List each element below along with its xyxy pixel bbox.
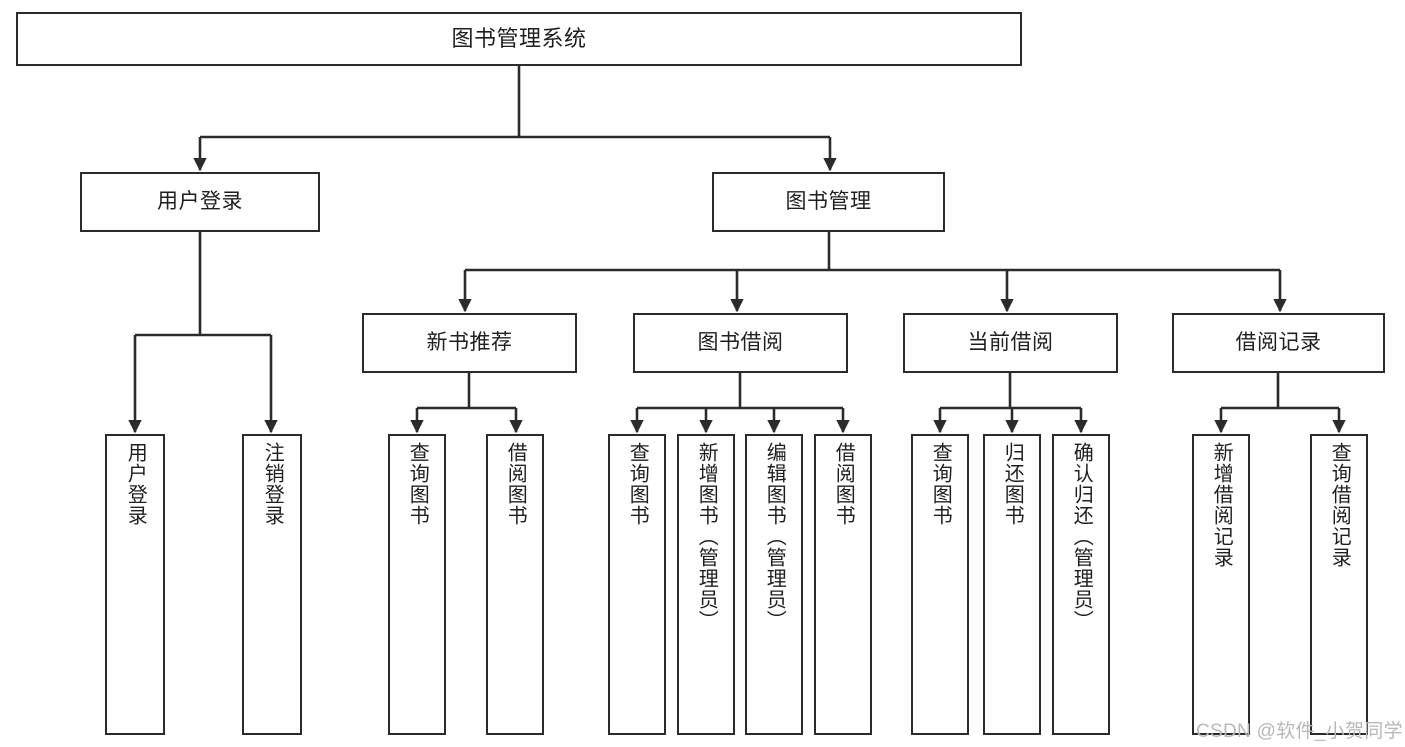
node-label: 编辑图书（管理员） — [763, 442, 786, 631]
node-label: 用户登录 — [157, 190, 243, 214]
node-label: 归还图书 — [1001, 442, 1024, 526]
leaf-query-book-borrow[interactable]: 查询图书 — [608, 434, 666, 735]
leaf-user-login[interactable]: 用户登录 — [105, 434, 165, 735]
leaf-borrow-book-new[interactable]: 借阅图书 — [486, 434, 544, 735]
leaf-query-borrow-record[interactable]: 查询借阅记录 — [1310, 434, 1368, 735]
node-new-book-recommend[interactable]: 新书推荐 — [362, 313, 577, 373]
node-label: 借阅记录 — [1235, 331, 1322, 355]
node-label: 查询图书 — [406, 442, 429, 526]
node-label: 图书借阅 — [697, 331, 784, 355]
leaf-add-book-admin[interactable]: 新增图书（管理员） — [677, 434, 735, 735]
node-label: 新增图书（管理员） — [695, 442, 718, 631]
node-label: 当前借阅 — [967, 331, 1054, 355]
node-book-management[interactable]: 图书管理 — [712, 172, 945, 232]
node-label: 用户登录 — [124, 442, 147, 526]
node-label: 借阅图书 — [504, 442, 527, 526]
leaf-borrow-book[interactable]: 借阅图书 — [814, 434, 872, 735]
node-label: 新增借阅记录 — [1210, 442, 1233, 568]
node-label: 确认归还（管理员） — [1070, 442, 1093, 631]
leaf-logout[interactable]: 注销登录 — [242, 434, 302, 735]
node-label: 查询图书 — [929, 442, 952, 526]
watermark-credit: CSDN @软件_小贺同学 — [1196, 721, 1403, 742]
node-label: 新书推荐 — [426, 331, 513, 355]
node-user-login[interactable]: 用户登录 — [80, 172, 320, 232]
node-label: 注销登录 — [261, 442, 284, 526]
leaf-query-book-new[interactable]: 查询图书 — [388, 434, 446, 735]
node-borrow-records[interactable]: 借阅记录 — [1172, 313, 1385, 373]
node-label: 查询图书 — [626, 442, 649, 526]
node-label: 图书管理系统 — [451, 25, 587, 51]
node-root-system[interactable]: 图书管理系统 — [16, 12, 1022, 66]
node-book-borrow[interactable]: 图书借阅 — [633, 313, 848, 373]
leaf-confirm-return-admin[interactable]: 确认归还（管理员） — [1052, 434, 1110, 735]
leaf-add-borrow-record[interactable]: 新增借阅记录 — [1192, 434, 1250, 735]
leaf-query-book-current[interactable]: 查询图书 — [911, 434, 969, 735]
node-label: 查询借阅记录 — [1328, 442, 1351, 568]
leaf-return-book[interactable]: 归还图书 — [983, 434, 1041, 735]
leaf-edit-book-admin[interactable]: 编辑图书（管理员） — [745, 434, 803, 735]
node-label: 图书管理 — [785, 190, 872, 214]
node-current-borrow[interactable]: 当前借阅 — [903, 313, 1118, 373]
node-label: 借阅图书 — [832, 442, 855, 526]
